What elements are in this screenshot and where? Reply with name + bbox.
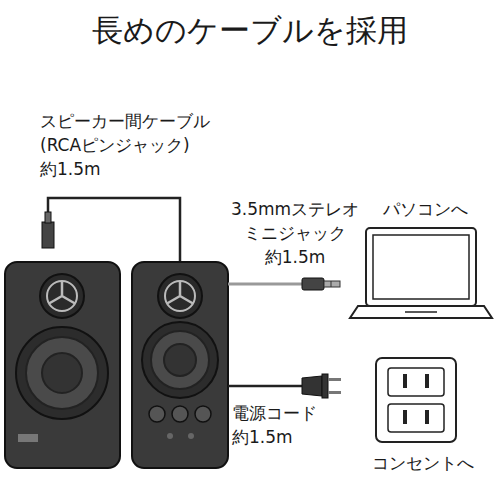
rca-plug — [42, 222, 54, 248]
title-heading: 長めのケーブルを採用 — [92, 12, 408, 49]
mini-plug-tip — [324, 281, 340, 287]
brand-logo — [18, 434, 38, 442]
destination-label: コンセントへ — [372, 452, 496, 476]
right-speaker — [132, 262, 228, 468]
wall-outlet — [376, 358, 456, 442]
power-cord — [228, 385, 302, 388]
laptop — [350, 228, 492, 318]
cable-label: 電源コード 約1.5m — [232, 402, 342, 450]
stereo-cable — [228, 283, 302, 286]
power-plug — [302, 376, 322, 396]
rca-cable — [48, 198, 180, 262]
cable-label: 3.5mmステレオ ミニジャック 約1.5m — [224, 198, 366, 269]
mini-plug — [302, 278, 324, 290]
rca-plug-tip — [45, 212, 51, 223]
left-speaker — [5, 262, 120, 468]
destination-label: パソコンへ — [383, 198, 493, 222]
cable-label: スピーカー間ケーブル (RCAピンジャック) 約1.5m — [40, 110, 230, 181]
